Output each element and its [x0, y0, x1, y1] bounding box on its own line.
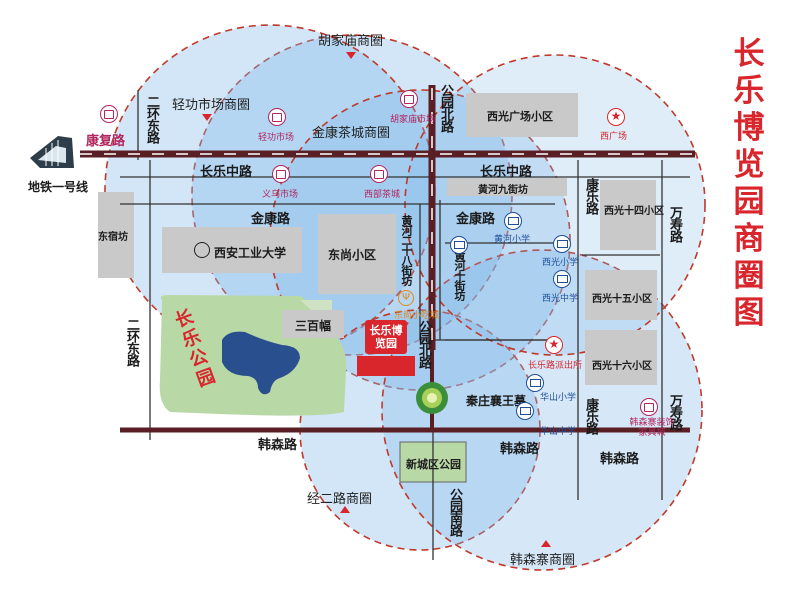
poi-xiguang-plaza: 西广场: [600, 132, 628, 142]
road-huanghe28: 黄河二十八街坊: [400, 215, 413, 285]
circle-label-hansenzhai: 韩森寨商圈: [510, 553, 576, 568]
block-xiguang-guangchang: 西光广场小区: [487, 110, 553, 123]
arrow-down-icon: [346, 52, 356, 59]
venue-base: [357, 356, 415, 376]
road-wanshou-bottom: 万寿路: [667, 394, 682, 430]
road-hansen-m: 韩森路: [500, 442, 540, 457]
block-xincheng-park: 新城区公园: [406, 458, 461, 471]
school-book-icon: [526, 374, 544, 392]
market-bag-icon: [400, 90, 418, 108]
road-hansen-w: 韩森路: [258, 438, 298, 453]
circle-label-hujiamiao: 胡家庙商圈: [318, 34, 384, 49]
arrow-up-icon: [541, 540, 551, 547]
market-bag-icon: [268, 108, 286, 126]
arrow-down-icon: [202, 114, 212, 121]
block-xian-gongye: 西安工业大学: [214, 246, 287, 260]
block-sanbaifu: 三百幅: [295, 319, 332, 333]
block-huanghe9: 黄河九街坊: [478, 185, 528, 196]
poi-yiwu-market: 义乌市场: [262, 190, 299, 200]
block-dongshang: 东尚小区: [328, 248, 377, 262]
market-bag-icon: [370, 165, 388, 183]
school-book-icon: [516, 402, 534, 420]
road-changle-w: 长乐中路: [200, 165, 253, 180]
poi-hujiamiao-shop: 胡家庙市场: [390, 115, 436, 125]
circle-label-jinkang: 金康茶城商圈: [312, 126, 391, 141]
circle-label-jinger: 经二路商圈: [307, 492, 373, 507]
school-logo-icon: [194, 242, 210, 258]
poi-police: 长乐路派出所: [528, 361, 583, 371]
market-bag-icon: [640, 398, 658, 416]
school-xiguang-elem: 西光小学: [542, 258, 579, 268]
train-icon: [30, 136, 74, 168]
poi-qinggong-market: 轻功市场: [258, 133, 295, 143]
rail-ticks: [80, 88, 695, 350]
road-huanghe10: 黄河十街坊: [453, 250, 466, 300]
market-bag-icon: [100, 105, 118, 123]
block-qinzhuang: 秦庄襄王墓: [466, 394, 527, 408]
school-huashan-mid: 华山中学: [540, 427, 577, 437]
road-gongyuan-nanlu: 公园南路: [447, 488, 462, 536]
school-huanghe-elem: 黄河小学: [494, 235, 531, 245]
road-wanshou-top: 万寿路: [667, 206, 682, 242]
tomb-icon: [416, 382, 448, 414]
road-kangle-bottom: 康乐路: [583, 398, 598, 434]
school-book-icon: [553, 270, 571, 288]
park-strip: [300, 300, 332, 330]
circle-label-qinggong: 轻功市场商圈: [172, 98, 251, 113]
road-erhuan-top: 二环东路: [144, 95, 159, 143]
poi-xibu-tea: 西部茶城: [364, 190, 401, 200]
road-kangle-top: 康乐路: [583, 178, 598, 214]
school-book-icon: [553, 235, 571, 253]
changle-expo-venue[interactable]: 长乐博览园: [357, 320, 415, 378]
school-book-icon: [450, 236, 468, 254]
school-huashan-elem: 华山小学: [540, 393, 577, 403]
block-dongsu: 东宿坊: [98, 232, 128, 243]
poi-dongshang-food: 东尚小吃城: [394, 311, 440, 321]
road-kangfu: 康复路: [86, 134, 126, 149]
police-star-icon: ★: [545, 336, 563, 354]
lake: [222, 331, 300, 395]
venue-label: 长乐博览园: [365, 320, 407, 354]
block-xiguang15: 西光十五小区: [592, 294, 652, 305]
food-icon: Ψ: [398, 290, 414, 306]
school-book-icon: [504, 212, 522, 230]
road-gongyuan-beilu-mid: 公园北路: [416, 320, 431, 368]
blocks: [98, 93, 657, 385]
plaza-star-icon: ★: [607, 108, 625, 126]
road-gongyuan-beilu-top: 公园北路: [438, 84, 453, 132]
arrow-up-icon: [340, 506, 350, 513]
road-erhuan-left: 二环东路: [124, 318, 139, 366]
market-bag-icon: [272, 165, 290, 183]
map-title: 长乐博览园商圈图: [733, 36, 765, 331]
road-hansen-e: 韩森路: [600, 452, 640, 467]
poi-hansen-furniture: 韩森寨装饰家具城: [629, 418, 675, 438]
block-xiguang14: 西光十四小区: [604, 206, 664, 217]
road-changle-e: 长乐中路: [480, 165, 533, 180]
road-jinkang-w: 金康路: [251, 212, 291, 227]
subway-label: 地铁一号线: [28, 180, 89, 194]
road-jinkang-e: 金康路: [456, 212, 496, 227]
block-xiguang16: 西光十六小区: [592, 361, 652, 372]
school-xiguang-mid: 西光中学: [542, 294, 579, 304]
